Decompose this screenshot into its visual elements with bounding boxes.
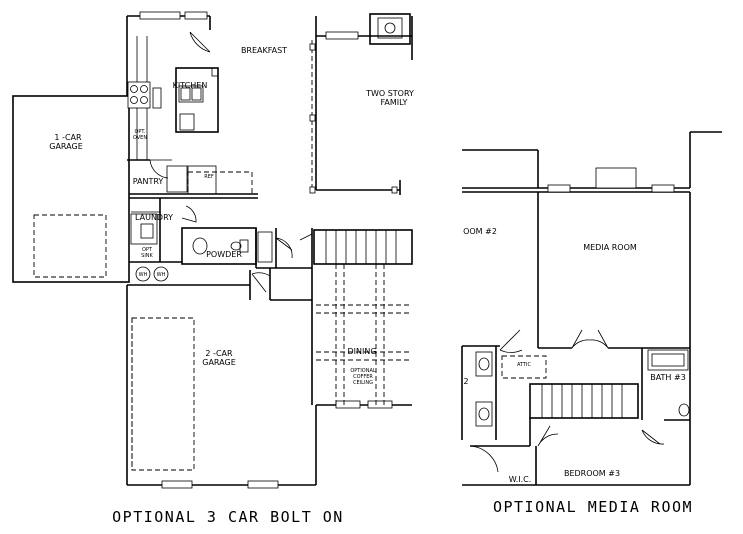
one-car-garage: 1 -CAR GARAGE bbox=[12, 95, 130, 283]
breakfast-label: BREAKFAST bbox=[241, 46, 287, 55]
ref-label: REF bbox=[204, 174, 214, 180]
right-plan-caption: OPTIONAL MEDIA ROOM bbox=[493, 498, 693, 516]
two-car-garage-label-1: 2 -CAR bbox=[205, 349, 233, 358]
left-plan: 1 -CAR GARAGE bbox=[12, 11, 414, 526]
main-stair bbox=[313, 229, 413, 265]
opt-oven-label-2: OVEN bbox=[133, 135, 147, 141]
water-heater-label-1: WH bbox=[139, 272, 148, 278]
bath-3: BATH #3 bbox=[641, 348, 691, 485]
coffer-label-1: OPTIONAL bbox=[350, 368, 376, 374]
dining-label: DINING bbox=[347, 347, 376, 356]
pantry: PANTRY REF bbox=[127, 159, 258, 199]
right-plan: MEDIA ROOM OOM #2 2 ATTIC bbox=[461, 131, 722, 516]
one-car-garage-label-1: 1 -CAR bbox=[54, 133, 82, 142]
powder-label: POWDER bbox=[206, 250, 242, 259]
laundry: LAUNDRY OPT SINK bbox=[129, 198, 197, 263]
upper-stair bbox=[529, 383, 639, 447]
fireplace bbox=[369, 13, 411, 45]
opt-sink-label-1: OPT bbox=[142, 247, 153, 253]
laundry-label: LAUNDRY bbox=[135, 213, 173, 222]
media-room: MEDIA ROOM bbox=[537, 192, 691, 349]
room-2-label: OOM #2 bbox=[463, 227, 497, 236]
coffer-label-2: COFFER bbox=[353, 374, 373, 380]
pantry-label: PANTRY bbox=[133, 177, 164, 186]
water-heater-label-2: WH bbox=[157, 272, 166, 278]
windows bbox=[139, 11, 393, 489]
dining-coffer: DINING OPTIONAL COFFER CEILING bbox=[316, 264, 412, 405]
two-car-garage: 2 -CAR GARAGE bbox=[127, 270, 251, 471]
kitchen-label: KITCHEN bbox=[173, 81, 208, 90]
powder-room: POWDER bbox=[181, 227, 257, 265]
opt-sink-label-2: SINK bbox=[141, 253, 153, 259]
attic-access-label: ATTIC bbox=[517, 362, 532, 368]
left-plan-caption: OPTIONAL 3 CAR BOLT ON bbox=[112, 508, 344, 526]
coffer-label-3: CEILING bbox=[353, 380, 373, 386]
kitchen: KITCHEN OPT. OVEN bbox=[127, 36, 219, 160]
one-car-garage-label-2: GARAGE bbox=[49, 142, 83, 151]
two-story-label-2: FAMILY bbox=[381, 98, 408, 107]
bedroom-3-label: BEDROOM #3 bbox=[564, 469, 620, 478]
two-story-label-1: TWO STORY bbox=[365, 89, 414, 98]
main-walls bbox=[126, 15, 413, 486]
two-car-garage-label-2: GARAGE bbox=[202, 358, 236, 367]
bath-3-label: BATH #3 bbox=[650, 373, 686, 382]
opt-oven-label-1: OPT. bbox=[134, 129, 145, 135]
door-2-label: 2 bbox=[463, 377, 468, 386]
media-room-label: MEDIA ROOM bbox=[583, 243, 637, 252]
wic-label: W.I.C. bbox=[509, 475, 532, 484]
left-bath: 2 bbox=[461, 329, 530, 473]
